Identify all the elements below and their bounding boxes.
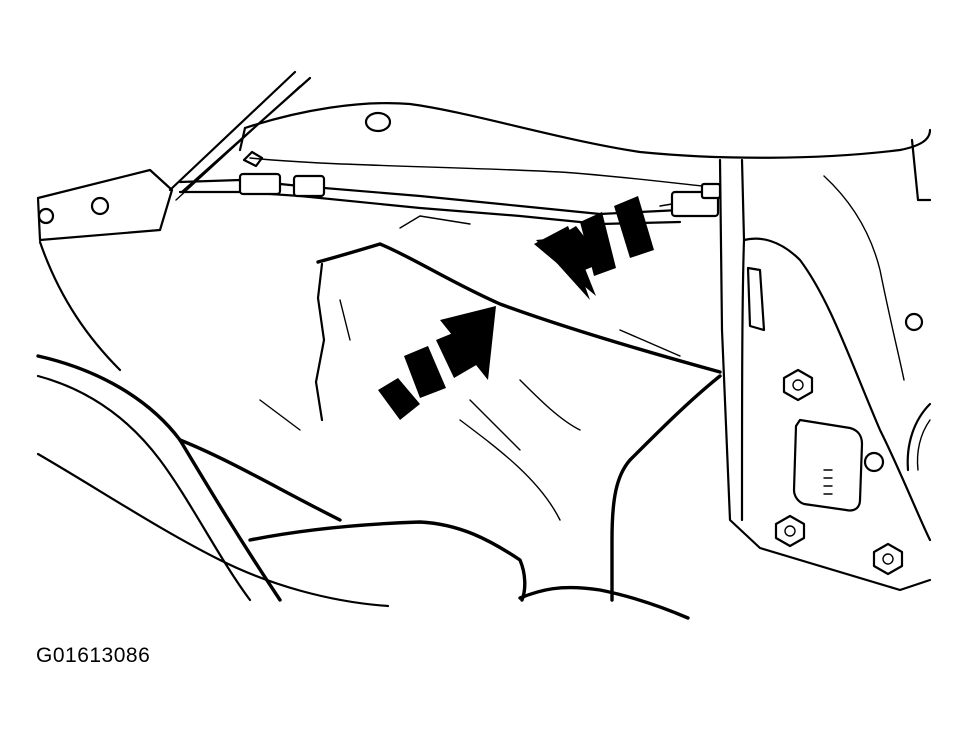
arrow-pointing-up-right-icon bbox=[378, 306, 496, 420]
bracket-bolts bbox=[774, 368, 904, 576]
right-support-bracket bbox=[718, 138, 932, 592]
lower-hoses bbox=[36, 354, 390, 608]
module-box bbox=[792, 418, 885, 512]
arrow-pointing-down-left-icon bbox=[534, 196, 654, 300]
figure-code-label: G01613086 bbox=[36, 644, 151, 667]
upper-cowl-panel bbox=[238, 102, 932, 189]
harness-connector bbox=[659, 182, 722, 218]
wheel-well-panel bbox=[248, 374, 722, 620]
round-component bbox=[906, 402, 932, 472]
left-bracket bbox=[36, 168, 174, 242]
wiring-harness bbox=[178, 150, 682, 226]
insulation-blanket bbox=[38, 215, 722, 521]
